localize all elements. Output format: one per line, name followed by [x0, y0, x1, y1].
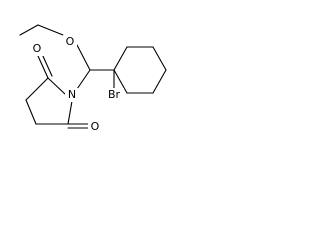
bond-c2-o-top-a	[37, 55, 49, 79]
ether-oxygen-bg	[63, 35, 77, 49]
bond-c2-o-top-b	[41, 53, 53, 77]
structure-diagram: O N Br O O	[0, 0, 177, 148]
bond-ring-3-4	[152, 46, 167, 71]
bond-c2-c3	[25, 77, 49, 101]
carbonyl-oxygen-bottom-label: O	[91, 120, 100, 133]
bond-ring-1-2	[113, 46, 128, 71]
bond-ring-4-5	[152, 69, 167, 94]
bond-ch2-o	[37, 24, 64, 36]
bond-c3-c4	[25, 99, 37, 125]
bond-o-ch	[76, 44, 91, 71]
bond-c5-n	[67, 100, 73, 125]
carbonyl-oxygen-bottom-bg	[88, 120, 102, 134]
imide-nitrogen-bg	[65, 88, 79, 102]
bromine-label: Br	[108, 88, 121, 101]
carbonyl-oxygen-top-label: O	[33, 42, 42, 55]
imide-nitrogen-label: N	[68, 88, 76, 101]
molecule-svg: O N Br O O	[19, 24, 167, 134]
bromine-bg	[104, 88, 124, 102]
carbonyl-oxygen-top-bg	[30, 42, 44, 56]
bond-n-c2	[47, 77, 67, 96]
ether-oxygen-label: O	[66, 35, 75, 48]
bond-ch3-ch2	[19, 24, 39, 36]
bond-ring-6-1	[113, 69, 128, 94]
